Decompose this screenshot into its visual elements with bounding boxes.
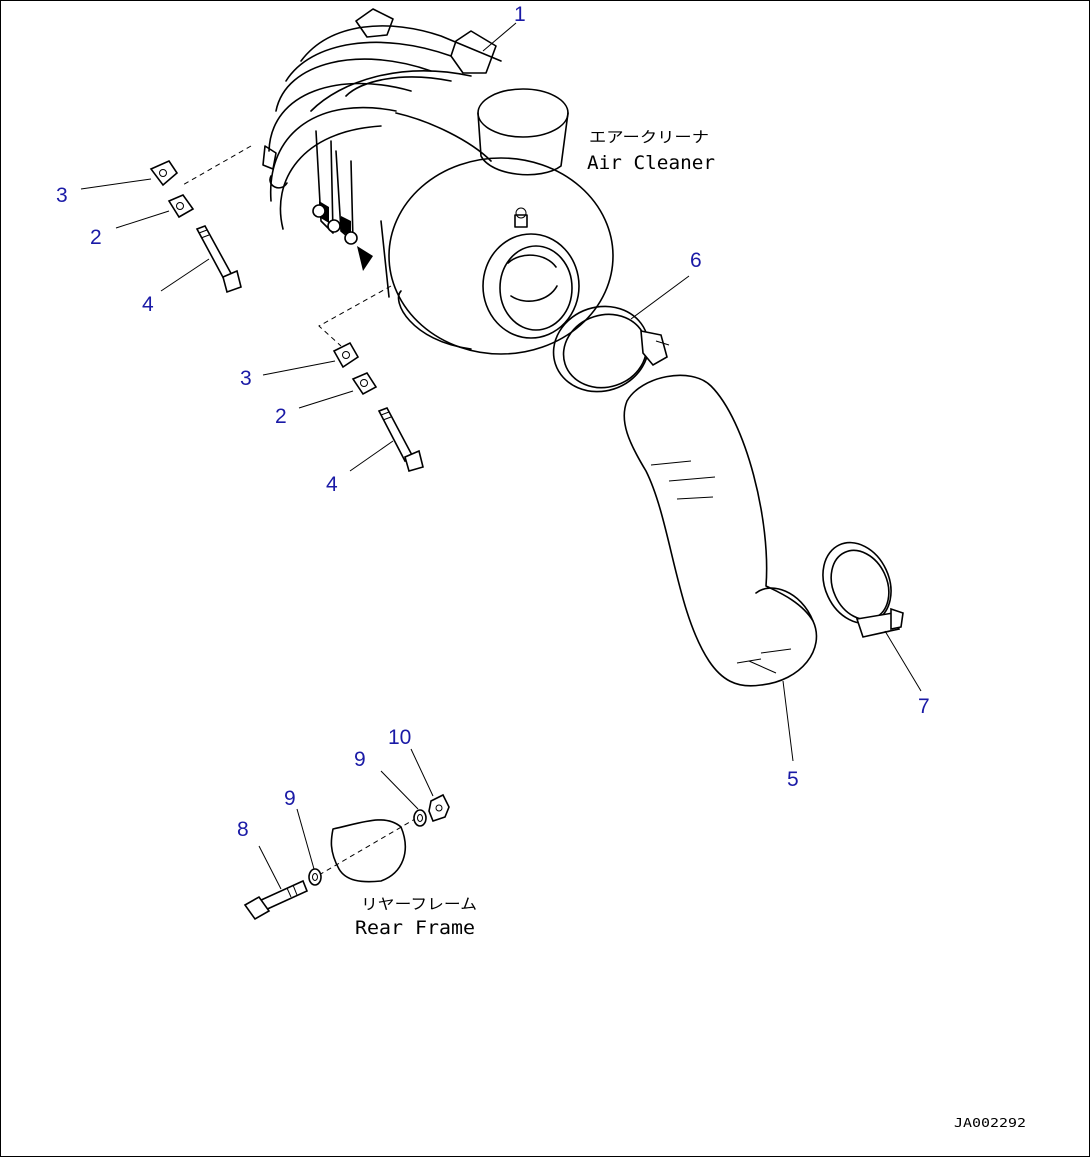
leader-lines (80, 22, 922, 890)
rear-frame-label-jp: リヤーフレーム (361, 895, 477, 913)
callout-1: 1 (514, 3, 526, 26)
callout-4-lower: 4 (326, 473, 338, 496)
mount-plate-lower[interactable] (332, 341, 360, 369)
callout-5: 5 (787, 768, 799, 791)
frame-nut[interactable] (428, 793, 450, 822)
rear-frame-label-en: Rear Frame (355, 917, 475, 939)
rear-frame-outline (330, 819, 406, 883)
callout-10: 10 (388, 726, 411, 749)
callout-2-upper: 2 (90, 226, 102, 249)
intake-hose[interactable] (623, 374, 818, 687)
mount-spacer-upper[interactable] (167, 194, 195, 219)
callout-7: 7 (918, 695, 930, 718)
drawing-code: JA002292 (954, 1116, 1026, 1130)
air-cleaner-label-jp: エアークリーナ (589, 128, 709, 146)
mount-bolt-upper[interactable] (195, 225, 242, 294)
callout-8: 8 (237, 818, 249, 841)
mount-bolt-lower[interactable] (377, 407, 424, 472)
callout-9-right: 9 (354, 748, 366, 771)
frame-washer-left[interactable] (308, 868, 322, 886)
callout-6: 6 (690, 249, 702, 272)
mount-spacer-lower[interactable] (351, 371, 378, 396)
callout-3-lower: 3 (240, 367, 252, 390)
hose-clamp-upper[interactable] (542, 294, 670, 404)
callout-2-lower: 2 (275, 405, 287, 428)
frame-bolt[interactable] (243, 879, 309, 921)
hose-clamp-lower[interactable] (810, 531, 904, 638)
air-cleaner-label-en: Air Cleaner (587, 152, 715, 174)
air-cleaner-assembly[interactable] (262, 8, 614, 355)
frame-washer-right[interactable] (413, 809, 427, 827)
callout-4-upper: 4 (142, 293, 154, 316)
callout-3-upper: 3 (56, 184, 68, 207)
callout-9-left: 9 (284, 787, 296, 810)
mount-plate-upper[interactable] (149, 159, 179, 187)
